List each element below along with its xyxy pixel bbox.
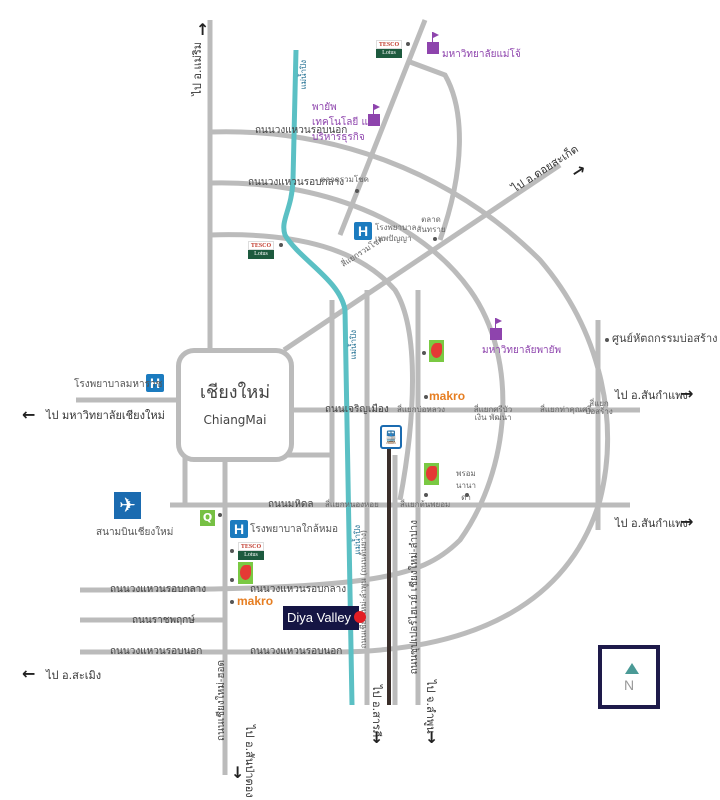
road-label-middle-ring-sw1: ถนนวงแหวนรอบกลาง [110, 584, 207, 595]
road-maejo-branch [409, 59, 462, 241]
landmark-airport: สนามบินเชียงใหม่ [96, 527, 174, 538]
location-dot [230, 549, 234, 553]
location-dot [355, 189, 359, 193]
location-dot [230, 578, 234, 582]
location-dot [406, 42, 410, 46]
north-compass: N [598, 645, 660, 709]
location-dot [218, 513, 222, 517]
road-label-superhighway: ถนนซุปเปอร์ไฮเวย์ เชียงใหม่-ลำปาง [409, 520, 420, 675]
landmark-thepanya-hospital: โรงพยาบาล เทพปัญญา [375, 223, 417, 243]
q-logo-icon: Q [200, 510, 215, 526]
hospital-icon: H [146, 374, 164, 392]
road-maejo [337, 19, 428, 236]
direction-san-pa-tong: ไป อ.สันป่าตอง [243, 725, 256, 798]
city-name-en: ChiangMai [203, 413, 267, 427]
city-center-box: เชียงใหม่ ChiangMai [176, 348, 294, 462]
location-dot [279, 243, 283, 247]
direction-cmu: ไป มหาวิทยาลัยเชียงใหม่ [46, 409, 165, 422]
landmark-payap-university: มหาวิทยาลัยพายัพ [482, 345, 562, 356]
bigc-icon [238, 562, 253, 584]
direction-samoeng: ไป อ.สะเมิง [46, 669, 102, 682]
city-name-th: เชียงใหม่ [199, 382, 271, 403]
university-icon [368, 104, 382, 126]
road-label-middle-ring: ถนนวงแหวนรอบกลาง [248, 177, 345, 188]
landmark-ruam-chok-market: ตลาดรวมโชค [320, 175, 369, 184]
landmark-san-sai-market: ตลาดสันทราย [416, 215, 446, 234]
direction-san-kamphaeng-1: ไป อ.สันกำแพง [615, 389, 688, 402]
makro-logo: makro [237, 594, 274, 608]
arrow-up-icon: ↑ [196, 20, 210, 39]
north-arrow-icon [625, 663, 639, 674]
train-station-icon: 🚆 [380, 425, 402, 449]
landmark-bo-sang-center: ศูนย์หัตถกรรมบ่อสร้าง [612, 332, 718, 345]
location-dot [422, 351, 426, 355]
intersection-tha-kunsee: สี่แยกท่าคุณศรี [540, 405, 592, 414]
river-ping [281, 49, 355, 706]
landmark-prom: พรอม นานาดา [456, 469, 476, 502]
arrow-down-icon: ↓ [231, 763, 245, 782]
road-label-mahidol: ถนนมหิดล [268, 499, 314, 510]
location-dot [424, 395, 428, 399]
road-label-chiangmai-hot: ถนนเชียงใหม่-ฮอด [216, 660, 227, 741]
arrow-left-icon: ← [22, 664, 36, 683]
arrow-left-icon: ← [22, 405, 36, 424]
direction-lamphun: ไป จ.ลำพูน [424, 680, 437, 734]
road-label-outer-ring: ถนนวงแหวนรอบนอก [255, 125, 348, 136]
arrow-down-icon: ↓ [370, 728, 384, 747]
university-icon [427, 32, 441, 54]
location-dot [465, 493, 469, 497]
location-dot [605, 338, 609, 342]
arrow-right-icon: → [680, 384, 694, 403]
north-label: N [623, 677, 635, 693]
direction-mae-rim: ไป อ.แม่ริม [191, 42, 204, 96]
project-location-marker[interactable] [354, 611, 366, 623]
airport-icon: ✈ [114, 492, 141, 519]
road-label-ratchaphruek: ถนนราชพฤกษ์ [132, 615, 195, 626]
road-label-middle-ring-sw2: ถนนวงแหวนรอบกลาง [250, 584, 347, 595]
river-label-2: แม่น้ำปิง [349, 330, 358, 360]
river-label-1: แม่น้ำปิง [299, 60, 308, 90]
intersection-sri-bua-ngern: สี่แยกศรีบัวเงิน พัฒนา [473, 405, 513, 422]
makro-logo: makro [429, 389, 466, 403]
location-dot [433, 237, 437, 241]
intersection-bo-luang: สี่แยกบ่อหลวง [397, 405, 446, 414]
university-icon [490, 318, 504, 340]
river-label-3: แม่น้ำปิง [353, 525, 362, 555]
landmark-klai-mor-hospital: โรงพยาบาลใกล้หมอ [250, 524, 339, 535]
direction-saraphi: ไป อ.สารภี [370, 685, 383, 738]
intersection-ton-phayom: สี่แยกต้นพยอม [400, 500, 451, 509]
direction-san-kamphaeng-2: ไป อ.สันกำแพง [615, 517, 688, 530]
arrow-down-icon: ↓ [425, 728, 439, 747]
landmark-tech-college: พายัพเทคโนโลยี และบริหารธุรกิจ [312, 102, 380, 143]
arrow-right-icon: → [680, 512, 694, 531]
project-label[interactable]: Diya Valley [283, 606, 359, 630]
bigc-icon [429, 340, 444, 362]
hospital-icon: H [230, 520, 248, 538]
landmark-maejo-university: มหาวิทยาลัยแม่โจ้ [442, 49, 521, 60]
road-label-charoen-mueang: ถนนเจริญเมือง [325, 404, 389, 415]
road-label-outer-ring-sw1: ถนนวงแหวนรอบนอก [110, 646, 203, 657]
intersection-nong-hoi: สี่แยกหนองหอย [325, 500, 379, 509]
location-dot [424, 493, 428, 497]
hospital-icon: H [354, 222, 372, 240]
landmark-maharaj-hospital: โรงพยาบาลมหาราช [74, 379, 163, 390]
intersection-bo-sang: สี่แยก บ่อสร้าง [585, 399, 613, 416]
bigc-icon [424, 463, 439, 485]
location-dot [230, 600, 234, 604]
road-label-outer-ring-sw2: ถนนวงแหวนรอบนอก [250, 646, 343, 657]
